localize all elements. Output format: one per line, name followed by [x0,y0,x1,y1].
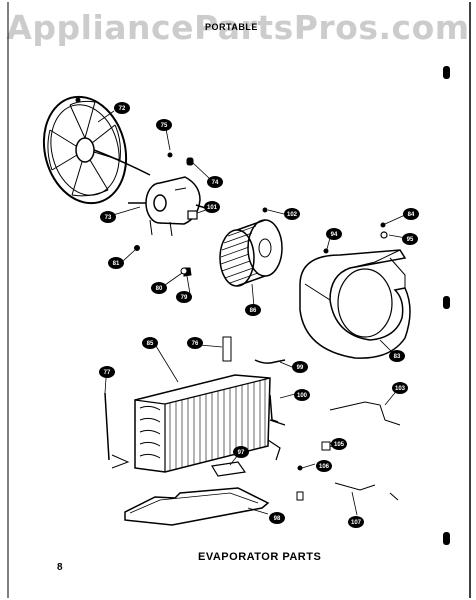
callout-label: 94 [331,232,338,238]
callout-83: 83 [389,350,405,362]
callout-label: 99 [297,365,304,371]
callout-label: 73 [105,215,112,221]
drain-cover [211,461,247,477]
callout-75: 75 [156,119,172,131]
watermark: AppliancePartsPros.com [6,8,470,47]
sensor-wire [334,482,399,501]
callout-94: 94 [326,228,342,240]
callout-label: 98 [274,516,281,522]
callout-label: 84 [408,212,415,218]
callout-81: 81 [108,257,124,269]
callout-label: 105 [334,442,345,448]
page-title: EVAPORATOR PARTS [198,551,322,563]
fan-blade [42,95,151,205]
callout-100: 100 [294,389,310,401]
callout-106: 106 [316,460,332,472]
callout-label: 75 [161,123,168,129]
mount-bracket [75,97,388,501]
tube-part [254,359,286,364]
callout-85: 85 [142,337,158,349]
blower-wheel [219,219,283,287]
wire-harness [329,401,401,426]
callout-84: 84 [403,208,419,220]
tube-part [269,394,279,423]
callout-label: 72 [119,106,126,112]
callout-label: 101 [207,205,218,211]
callout-97: 97 [233,446,249,458]
callout-79: 79 [176,291,192,303]
blower-housing [299,249,411,359]
binder-punch-mark [443,66,450,79]
callout-label: 97 [238,450,245,456]
callout-label: 103 [395,386,406,392]
binder-punch-mark [443,296,450,309]
callout-label: 86 [250,308,257,314]
page-number: 8 [57,562,63,573]
callout-label: 85 [147,341,154,347]
callout-76: 76 [187,337,203,349]
callout-label: 74 [212,180,219,186]
part-callouts: 72 75 74 73 101 102 84 94 95 81 80 79 86 83 85 76 99 77 10… [99,102,419,528]
callout-label: 79 [181,295,188,301]
callout-98: 98 [269,512,285,524]
callout-86: 86 [245,304,261,316]
callout-80: 80 [151,282,167,294]
leader-lines [97,110,407,516]
callout-label: 83 [394,354,401,360]
callout-74: 74 [207,176,223,188]
callout-99: 99 [292,361,308,373]
callout-103: 103 [392,382,408,394]
callout-95: 95 [402,233,418,245]
binder-punch-mark [443,532,450,545]
callout-102: 102 [284,208,300,220]
callout-101: 101 [204,201,220,213]
evaporator-coil [134,374,286,473]
filter-clip [222,336,232,362]
callout-77: 77 [99,366,115,378]
callout-label: 106 [319,464,330,470]
callout-label: 80 [156,286,163,292]
callout-label: 102 [287,212,298,218]
support-rod [104,392,130,469]
callout-73: 73 [100,211,116,223]
callout-107: 107 [348,516,364,528]
callout-label: 100 [297,393,308,399]
drain-pan [124,487,270,526]
callout-105: 105 [331,438,347,450]
callout-72: 72 [114,102,130,114]
callout-label: 81 [113,261,120,267]
callout-label: 77 [104,370,111,376]
callout-label: 76 [192,341,199,347]
callout-label: 95 [407,237,414,243]
callout-label: 107 [351,520,362,526]
fan-motor [128,176,216,237]
header-text: PORTABLE [205,22,258,32]
